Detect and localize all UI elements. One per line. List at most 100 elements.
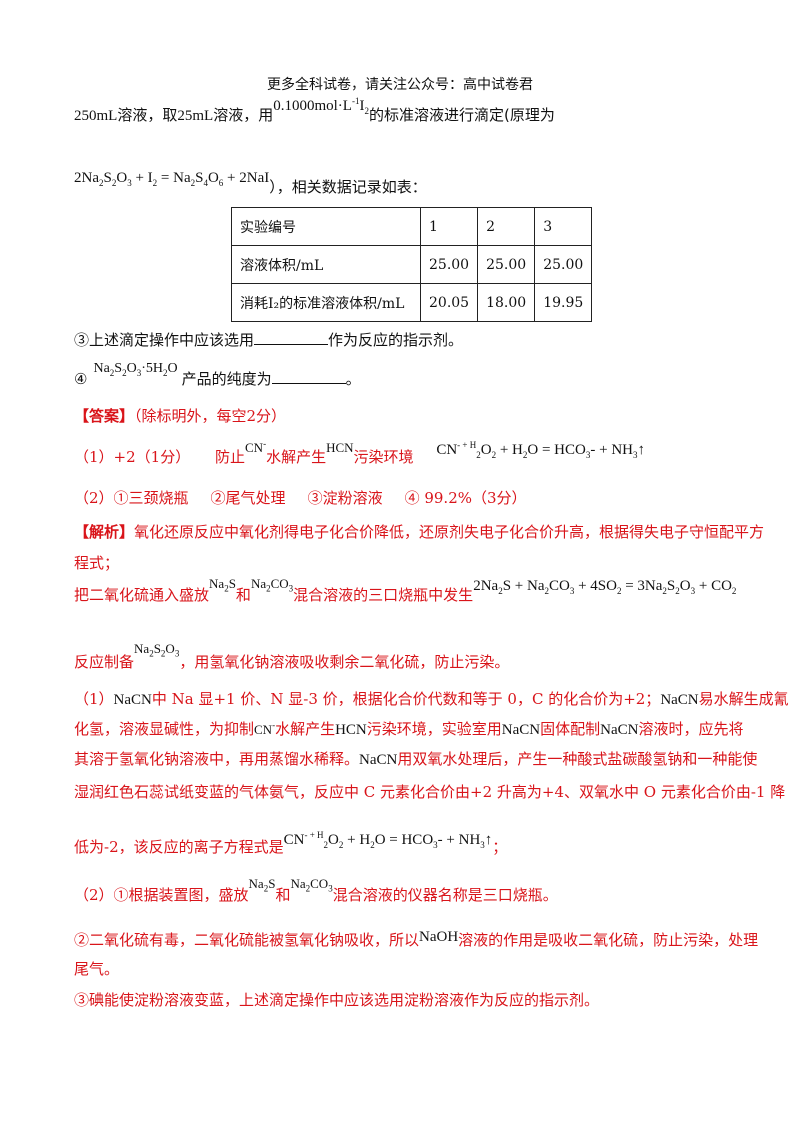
text: 反应制备	[74, 653, 135, 671]
table-cell: 18.00	[477, 283, 536, 322]
text: Na	[290, 876, 306, 891]
text: （1）+2（1分）	[74, 448, 191, 466]
text: ④	[74, 370, 88, 388]
analysis-para-1-line-1: （1）NaCN中 Na 显+1 价、N 显-3 价，根据化合价代数和等于 0，C…	[74, 688, 789, 709]
text: CN	[254, 722, 273, 737]
text: 2	[476, 450, 481, 460]
text: ；	[492, 838, 508, 856]
equation-cn-oxidation-2: CN- + H2O2 + H2O = HCO3- + NH3↑	[284, 830, 493, 850]
formula-na2s2o3: Na2S2O3	[134, 641, 179, 659]
text: 2	[152, 178, 158, 188]
text: O	[679, 578, 691, 594]
formula-na2s-2: Na2S	[249, 876, 276, 894]
text: 2	[491, 450, 497, 460]
text: = 3Na	[621, 578, 663, 594]
text: 2	[522, 450, 528, 460]
text: 2	[162, 367, 168, 378]
text: I	[359, 98, 365, 114]
text: 溶液的作用是吸收二氧化硫，防止污染，处理	[458, 931, 759, 949]
analysis-para-1-line-2: 化氢，溶液显碱性，为抑制CN-水解产生HCN污染环境，实验室用NaCN固体配制N…	[74, 718, 743, 739]
text: 固体配制	[540, 720, 601, 738]
text: 3	[328, 883, 333, 894]
text: 2	[99, 178, 104, 188]
text: S	[228, 576, 236, 591]
text: 污染环境	[353, 448, 414, 466]
text: 3	[136, 367, 142, 378]
text: 2	[224, 583, 229, 594]
text: 2	[263, 883, 269, 894]
text: 氧化还原反应中氧化剂得电子化合价降低，还原剂失电子化合价升高，根据得失电子守恒配…	[134, 523, 765, 541]
text: O	[165, 641, 175, 656]
text: 2Na	[473, 578, 499, 594]
table-cell: 1	[419, 207, 479, 246]
text: 。	[345, 370, 361, 388]
analysis-line-5: （2）①根据装置图，盛放Na2S和Na2CO3混合溶液的仪器名称是三口烧瓶。	[74, 876, 558, 906]
concentration: 0.1000mol·L-1I2	[273, 96, 369, 116]
text: ④ 99.2%（3分）	[404, 489, 527, 507]
text: O	[207, 170, 219, 186]
text: S	[666, 578, 676, 594]
text: O	[116, 170, 128, 186]
volume-250: 250mL	[74, 108, 118, 124]
text: = Na	[157, 170, 191, 186]
table-header-row: 实验编号 1 2 3	[231, 207, 593, 246]
text: O	[480, 442, 492, 458]
analysis-para-1-line-3: 其溶于氢氧化钠溶液中，再用蒸馏水稀释。NaCN用双氧水处理后，产生一种酸式盐碳酸…	[74, 748, 757, 769]
text: （除标明外，每空2分）	[134, 407, 287, 425]
text: 2	[731, 586, 737, 596]
text: NaOH	[419, 929, 459, 945]
text: NaCN	[359, 752, 398, 768]
text: 2	[675, 586, 680, 596]
analysis-line-6: ②二氧化硫有毒，二氧化硫能被氢氧化钠吸收，所以NaOH溶液的作用是吸收二氧化硫，…	[74, 929, 758, 950]
text: 用双氧水处理后，产生一种酸式盐碳酸氢钠和一种能使	[397, 750, 758, 768]
text: 2	[122, 367, 127, 378]
text: NaCN	[113, 692, 152, 708]
text: ③淀粉溶液	[307, 489, 383, 507]
text: 3	[585, 450, 591, 460]
text: 2	[364, 106, 369, 116]
text: 2	[498, 586, 503, 596]
table-cell: 25.00	[419, 245, 479, 284]
text: S	[114, 361, 123, 376]
text: NaCN	[660, 692, 699, 708]
text: CN	[436, 442, 458, 458]
text: 和	[235, 586, 251, 604]
text: 2	[662, 586, 667, 596]
text: S	[103, 170, 112, 186]
text: 把二氧化硫通入盛放	[74, 586, 210, 604]
text: - + H	[304, 830, 324, 840]
equation-thiosulfate: 2Na2S2O3 + I2 = Na2S4O6 + 2NaI	[74, 170, 269, 188]
text: NaCN	[501, 722, 541, 738]
text: 溶液时，应先将	[638, 720, 744, 738]
text: 作为反应的指示剂。	[328, 331, 464, 349]
table-cell: 25.00	[534, 245, 593, 284]
analysis-line-6b: 尾气。	[74, 960, 120, 978]
answer-1: （1）+2（1分） 防止CN-水解产生HCN污染环境 CN- + H2O2 + …	[74, 439, 645, 468]
text: 2	[616, 586, 622, 596]
question-3: ③上述滴定操作中应该选用作为反应的指示剂。	[74, 329, 463, 350]
text: 2	[338, 840, 344, 850]
text: ↑	[484, 832, 493, 848]
equation-synthesis: 2Na2S + Na2CO3 + 4SO2 = 3Na2S2O3 + CO2	[473, 578, 737, 596]
text: 其溶于氢氧化钠溶液中，再用蒸馏水稀释。	[74, 750, 360, 768]
text: 3	[480, 840, 485, 850]
text: 和	[275, 886, 291, 904]
text: - + H	[457, 440, 477, 450]
text: 产品的纯度为	[181, 370, 272, 388]
text: S	[268, 876, 276, 891]
text: 易水解生成氰	[698, 690, 789, 708]
text: 3	[690, 586, 696, 596]
text: 3	[569, 586, 575, 596]
text: （2）①三颈烧瓶	[74, 489, 189, 507]
text: 2	[544, 586, 549, 596]
text: 防止	[214, 448, 245, 466]
text: + I	[131, 170, 153, 186]
text: 化氢，溶液显碱性，为抑制	[74, 720, 255, 738]
equation-cn-oxidation: CN- + H2O2 + H2O = HCO3- + NH3↑	[436, 440, 645, 460]
formula-hydrate: Na2S2O3·5H2O	[93, 361, 177, 378]
text: O	[126, 361, 137, 376]
text: 2	[370, 840, 375, 850]
table-cell: 消耗I₂的标准溶液体积/mL	[231, 283, 421, 322]
text: 【解析】	[74, 523, 135, 541]
